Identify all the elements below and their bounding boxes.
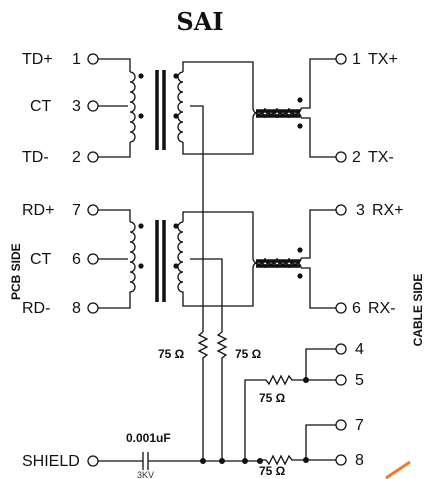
right-pin-rx-plus: 3 RX+ [356,202,404,219]
pin-circle [87,151,99,163]
left-pin-ct-rx: CT 6 [30,251,81,268]
pin-name: RX+ [372,202,404,219]
cable-side-label: CABLE SIDE [411,274,425,347]
rx-transformer [98,209,254,309]
right-pin-rx-minus: 6 RX- [352,300,396,317]
pin-number: 6 [352,300,361,317]
capacitor-value: 0.001uF [126,431,171,445]
rx-common-mode-choke [252,209,336,309]
pin-circle [87,204,99,216]
pin-number: 8 [72,300,81,317]
diagram-title: SAI [176,7,223,36]
resistor-label: 75 Ω [259,464,286,478]
shield-label: SHIELD [22,453,80,470]
pin-name: CT [30,251,52,268]
capacitor-rating: 3KV [137,470,154,479]
pin-name: RD- [22,300,50,317]
pin-name: RX- [368,300,396,317]
pin-circle [335,151,347,163]
pin-name: TD- [22,149,49,166]
left-pin-td-minus: TD- 2 [22,149,81,166]
pin-circle [87,302,99,314]
pin-number: 2 [72,149,81,166]
left-pin-rd-plus: RD+ 7 [22,202,81,219]
left-pin-td-plus: TD+ 1 [22,51,81,68]
unused-pair-network [244,348,336,466]
tx-transformer [98,58,254,158]
center-tap-network [190,105,228,462]
pin-circle [335,204,347,216]
pin-number: 4 [355,341,364,358]
shield-bus [98,452,263,470]
pin-number: 2 [352,149,361,166]
resistor-label: 75 Ω [259,391,286,405]
pin-number: 3 [356,202,365,219]
pin-number: 6 [72,251,81,268]
pin-number: 7 [355,417,364,434]
pin-number: 8 [355,452,364,469]
right-pin-tx-minus: 2 TX- [352,149,394,166]
pin-number: 1 [352,51,361,68]
pin-name: TX- [368,149,394,166]
pin-circle [335,343,347,355]
pin-name: RD+ [22,202,54,219]
pin-circle [335,302,347,314]
pin-circle [87,253,99,265]
pin-circle [87,53,99,65]
pin-number: 5 [355,372,364,389]
orange-mark [385,460,411,479]
left-pin-rd-minus: RD- 8 [22,300,81,317]
pin-name: CT [30,98,52,115]
pin-circle [87,100,99,112]
right-pin-tx-plus: 1 TX+ [352,51,398,68]
resistor-label: 75 Ω [158,347,185,361]
left-pin-ct-tx: CT 3 [30,98,81,115]
pin-number: 1 [72,51,81,68]
resistor-label: 75 Ω [235,347,262,361]
pin-number: 7 [72,202,81,219]
pin-name: TX+ [368,51,398,68]
pin-number: 3 [72,98,81,115]
pin-circle [335,53,347,65]
pcb-side-label: PCB SIDE [9,243,23,300]
pin-name: TD+ [22,51,53,68]
tx-common-mode-choke [252,58,336,158]
pin-circle [335,454,347,466]
pin-circle [335,419,347,431]
pin-circle [335,374,347,386]
pin-circle [87,455,99,467]
